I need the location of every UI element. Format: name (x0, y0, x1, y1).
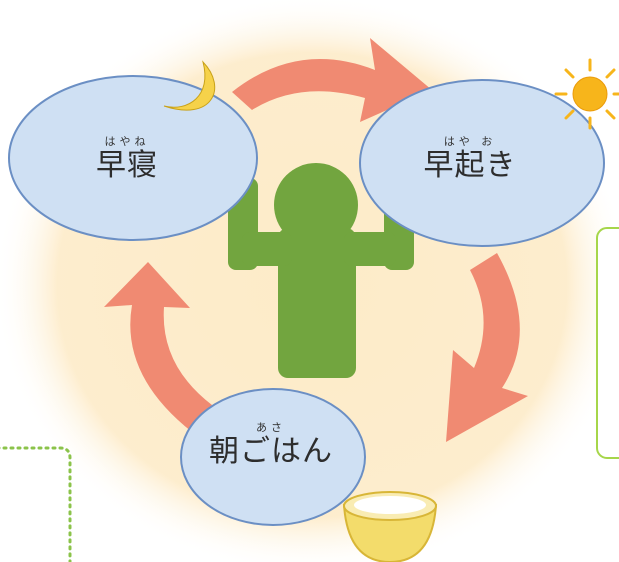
label-early-wake: 早起き (423, 148, 517, 183)
moon-icon (163, 60, 216, 111)
arrow-wake-to-breakfast (446, 253, 528, 442)
node-breakfast: あさ 朝ごはん (196, 422, 346, 470)
node-early-sleep: はやね 早寝 (52, 136, 202, 184)
rice-bowl-icon (342, 491, 438, 562)
dotted-frame (0, 446, 72, 562)
bubble-early-wake (359, 79, 605, 247)
bubble-early-sleep (8, 75, 258, 241)
node-early-wake: はや お 早起き (390, 136, 550, 184)
arrow-breakfast-to-sleep (104, 262, 212, 432)
bubble-breakfast (180, 388, 366, 526)
label-early-sleep: 早寝 (96, 148, 158, 183)
ruby-asa: あさ (256, 421, 286, 434)
arrow-sleep-to-wake (232, 38, 432, 122)
ruby-hayane: はやね (104, 135, 150, 148)
label-breakfast: 朝ごはん (209, 434, 333, 469)
sun-icon (554, 58, 619, 130)
ruby-hayaoki: はや お (443, 135, 497, 148)
side-frame-box (596, 227, 619, 459)
